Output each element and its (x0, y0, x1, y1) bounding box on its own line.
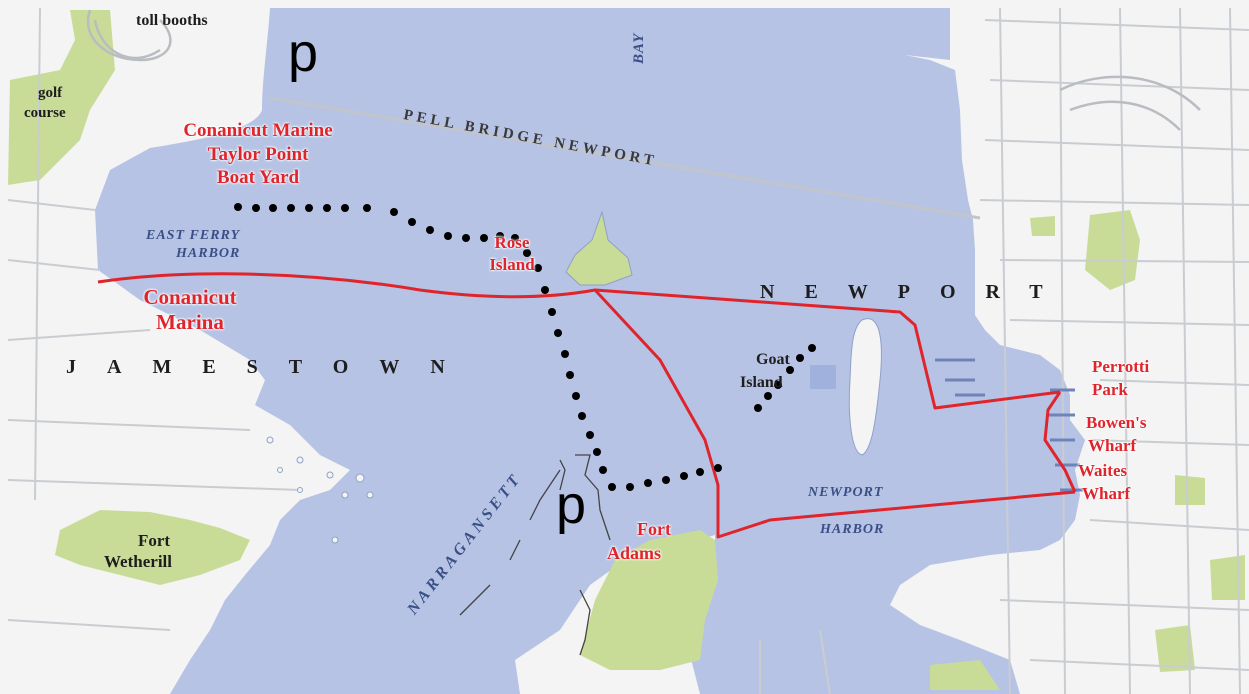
label-jamestown: JAMESTOWN (66, 356, 476, 378)
pell-bridge (269, 96, 981, 220)
rose-island-land (565, 210, 633, 286)
park-golf-course (8, 10, 115, 185)
street-grid (7, 7, 1249, 694)
label-perrotti: Perrotti (1092, 357, 1150, 376)
label-newport: NEWPORT (760, 281, 1073, 303)
label-newport-harbor-1: NEWPORT (808, 485, 884, 500)
park-newport-2 (1175, 475, 1205, 505)
label-conanicut-marine-3: Boat Yard (216, 167, 300, 188)
label-goat: Goat (756, 351, 790, 368)
bay-water (95, 8, 1085, 694)
park-fort-adams (580, 530, 718, 670)
label-conanicut-marina-1: Conanicut (143, 285, 237, 309)
dotted-path (234, 203, 816, 491)
label-east-ferry: EAST FERRY (146, 228, 241, 243)
label-waites: Waites (1078, 461, 1128, 480)
label-golf: golf (38, 85, 63, 101)
highway-ramps (86, 9, 1201, 131)
label-fort-wetherill-2: Wetherill (104, 552, 172, 571)
label-fort-adams-1: Fort (637, 519, 671, 539)
label-conanicut-marina-2: Marina (156, 310, 224, 334)
label-perrotti-park: Park (1092, 380, 1128, 399)
label-bowens: Bowen's (1086, 413, 1147, 432)
park-newport-5 (930, 660, 1000, 690)
ferry-route-jamestown-newport (97, 272, 1061, 410)
annotation-p-middle: p (556, 475, 587, 535)
label-goat-island: Island (740, 374, 783, 391)
ferry-route-rose-fort-adams (593, 288, 1076, 539)
label-newport-harbor-2: HARBOR (820, 522, 885, 537)
small-islands (266, 436, 374, 544)
label-bay: BAY (631, 32, 647, 64)
park-newport-3 (1155, 625, 1195, 672)
shoreline-detail (459, 454, 611, 656)
park-newport-1 (1085, 210, 1140, 290)
label-bowens-wharf: Wharf (1088, 436, 1137, 455)
marker-square (810, 365, 836, 389)
label-conanicut-marine-1: Conanicut Marine (183, 120, 333, 141)
park-newport-4 (1210, 555, 1245, 600)
label-course: course (24, 105, 66, 121)
piers (935, 358, 1085, 492)
label-fort-adams-2: Adams (606, 543, 661, 563)
label-east-ferry-harbor: HARBOR (176, 246, 241, 261)
label-rose-island: Island (489, 255, 535, 274)
ferry-routes (97, 272, 1077, 539)
annotation-p-top: p (288, 23, 319, 83)
label-conanicut-marine-2: Taylor Point (207, 144, 309, 165)
bay-water-inlet (905, 8, 950, 60)
goat-island-land (848, 318, 882, 456)
label-rose: Rose (494, 233, 530, 252)
park-fort-wetherill (55, 510, 250, 585)
label-toll-booths: toll booths (136, 12, 208, 29)
label-waites-wharf: Wharf (1082, 484, 1131, 503)
label-fort-wetherill-1: Fort (138, 531, 171, 550)
ferry-route-wharves (1043, 391, 1077, 493)
park-newport-6 (1030, 216, 1055, 236)
